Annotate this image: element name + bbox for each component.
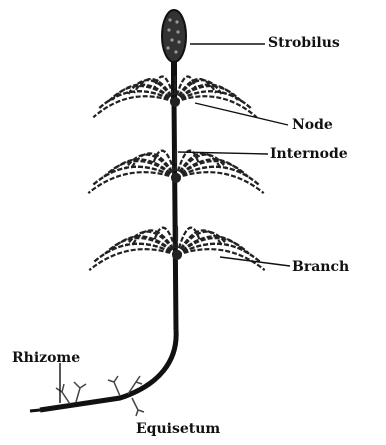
rhizome-label: Rhizome [12, 351, 80, 365]
strobilus-label: Strobilus [268, 36, 340, 50]
figure-caption: Equisetum [136, 422, 220, 436]
node-label: Node [292, 118, 333, 132]
branch-2-1 [88, 172, 176, 193]
internode-label: Internode [270, 147, 348, 161]
strobilus-cone [162, 10, 186, 62]
branch-3-11 [177, 249, 265, 270]
branch-label: Branch [292, 260, 349, 274]
branch-1-1 [93, 96, 175, 117]
branch-3-1 [89, 249, 177, 270]
branch-2-11 [176, 172, 264, 193]
